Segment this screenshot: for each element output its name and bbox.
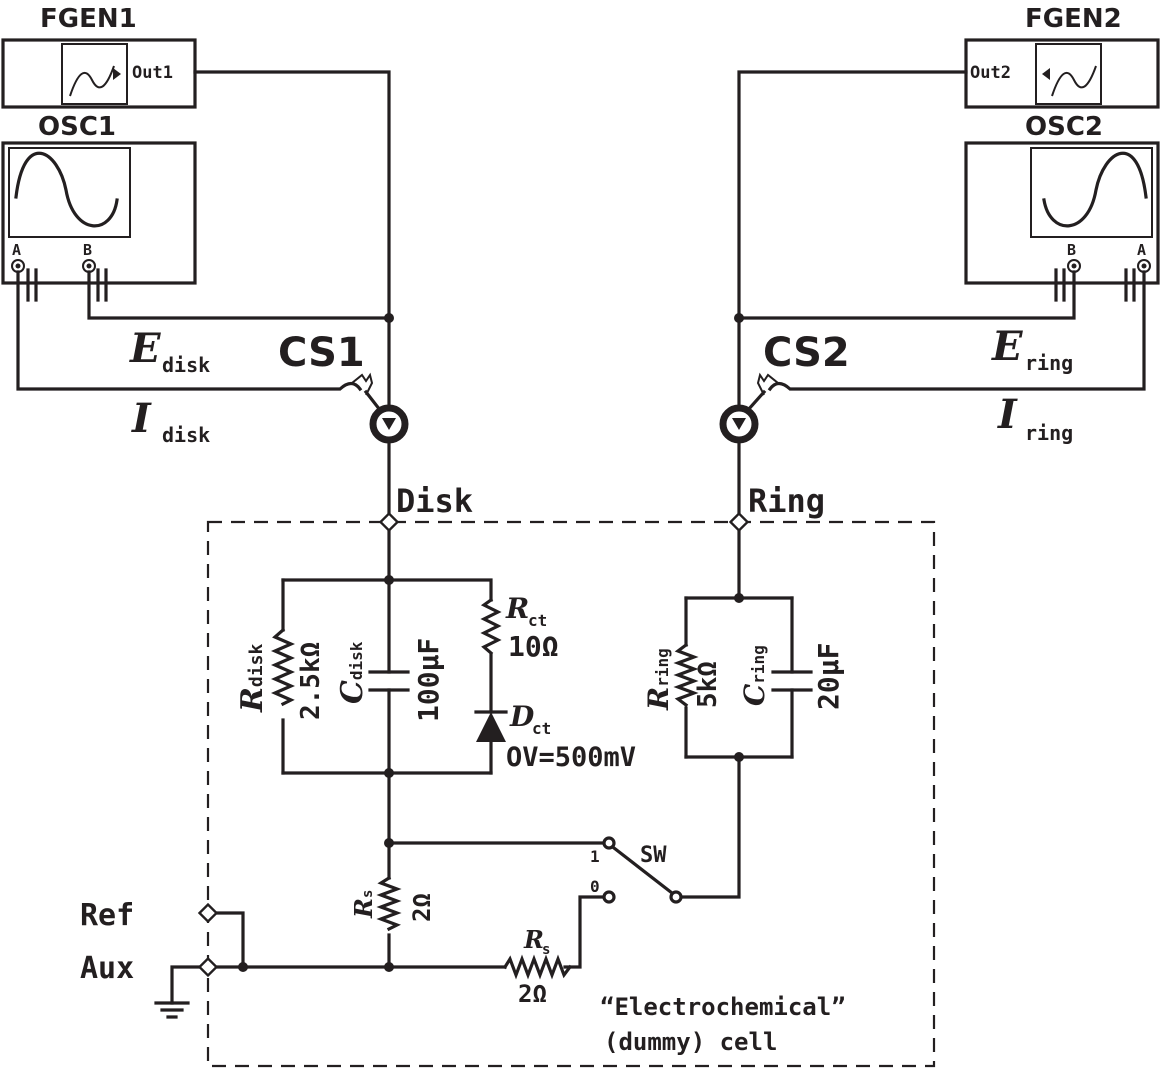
c-ring-label: Cring: [738, 645, 771, 706]
fgen2-waveform-icon: [1035, 43, 1102, 105]
osc2-label: OSC2: [1025, 112, 1103, 142]
fgen2-output-label: Out2: [970, 63, 1011, 83]
osc1-label: OSC1: [38, 112, 116, 142]
fgen1-label: FGEN1: [40, 4, 137, 34]
ring-terminal-label: Ring: [748, 482, 825, 520]
c-disk-value: 100μF: [412, 638, 445, 722]
r-ct-value: 10Ω: [508, 630, 559, 663]
r-disk-label: Rdisk: [235, 644, 270, 713]
r-ring-value: 5kΩ: [693, 661, 723, 708]
disk-terminal[interactable]: [378, 511, 400, 533]
switch-position-0-label: 0: [590, 877, 600, 896]
c-ring-value: 20μF: [812, 643, 845, 710]
r-s2-label: Rs: [523, 925, 550, 958]
aux-terminal-label: Aux: [80, 951, 134, 986]
disk-terminal-label: Disk: [396, 482, 473, 520]
switch-label: SW: [640, 843, 667, 868]
osc1-sine-trace: [14, 151, 119, 228]
r-ct-label: Rct: [505, 592, 547, 630]
cs2-probe-icon: [756, 372, 779, 396]
switch-contact-0: [602, 890, 616, 904]
sine-wave-icon: [69, 65, 115, 97]
d-ct-label: Dct: [509, 700, 551, 738]
e-disk-label: Edisk: [129, 325, 210, 377]
osc1-screen: [8, 147, 131, 238]
c-disk-capacitor: [368, 670, 410, 692]
switch-sw[interactable]: [602, 836, 683, 904]
r-s2-resistor: [502, 954, 573, 980]
cs1-label: CS1: [278, 330, 365, 376]
r-s2-value: 2Ω: [518, 980, 547, 1008]
fgen2-label: FGEN2: [1025, 4, 1122, 34]
r-s1-label: Rs: [349, 890, 378, 919]
sine-wave-icon: [1051, 65, 1097, 97]
osc1-channel-a-label: A: [12, 241, 21, 259]
ref-terminal-label: Ref: [80, 898, 134, 933]
osc1-channel-b-label: B: [83, 241, 92, 259]
switch-contact-1: [602, 836, 616, 850]
fgen1-waveform-icon: [61, 43, 128, 105]
fgen2[interactable]: Out2: [964, 38, 1160, 109]
c-disk-label: Cdisk: [335, 641, 370, 704]
cs2-label: CS2: [763, 330, 850, 376]
osc2-screen: [1030, 147, 1153, 238]
osc2[interactable]: [964, 141, 1160, 302]
cs1-probe-icon: [351, 372, 374, 396]
ground-icon: [154, 1001, 190, 1019]
osc2-channel-a-label: A: [1137, 241, 1146, 259]
d-ct-value: OV=500mV: [506, 742, 636, 773]
switch-position-1-label: 1: [590, 847, 600, 866]
c-ring-capacitor: [771, 670, 813, 692]
ring-terminal[interactable]: [728, 511, 750, 533]
r-ct-resistor: [480, 597, 502, 656]
current-sensor-cs2[interactable]: [719, 372, 779, 444]
cell-caption-line1: “Electrochemical”: [600, 993, 846, 1021]
fgen1-output-label: Out1: [132, 63, 173, 83]
r-disk-resistor: [271, 627, 295, 707]
fgen1[interactable]: Out1: [1, 38, 197, 109]
r-s1-value: 2Ω: [408, 893, 436, 922]
r-s1-resistor: [376, 875, 402, 932]
junction-dots: [238, 313, 744, 972]
ref-terminal[interactable]: [197, 902, 219, 924]
electrochemical-cell-boundary: [206, 520, 936, 1068]
current-sensor-cs1[interactable]: [351, 372, 409, 444]
osc1[interactable]: [1, 141, 197, 302]
r-ring-resistor: [673, 642, 699, 708]
d-ct-diode: [474, 710, 508, 742]
osc2-sine-trace: [1042, 151, 1148, 228]
r-ring-label: Rring: [642, 648, 675, 711]
switch-pivot: [669, 890, 683, 904]
r-disk-value: 2.5kΩ: [296, 642, 326, 720]
osc2-channel-b-label: B: [1067, 241, 1076, 259]
aux-terminal[interactable]: [197, 956, 219, 978]
cell-caption-line2: (dummy) cell: [604, 1028, 777, 1056]
